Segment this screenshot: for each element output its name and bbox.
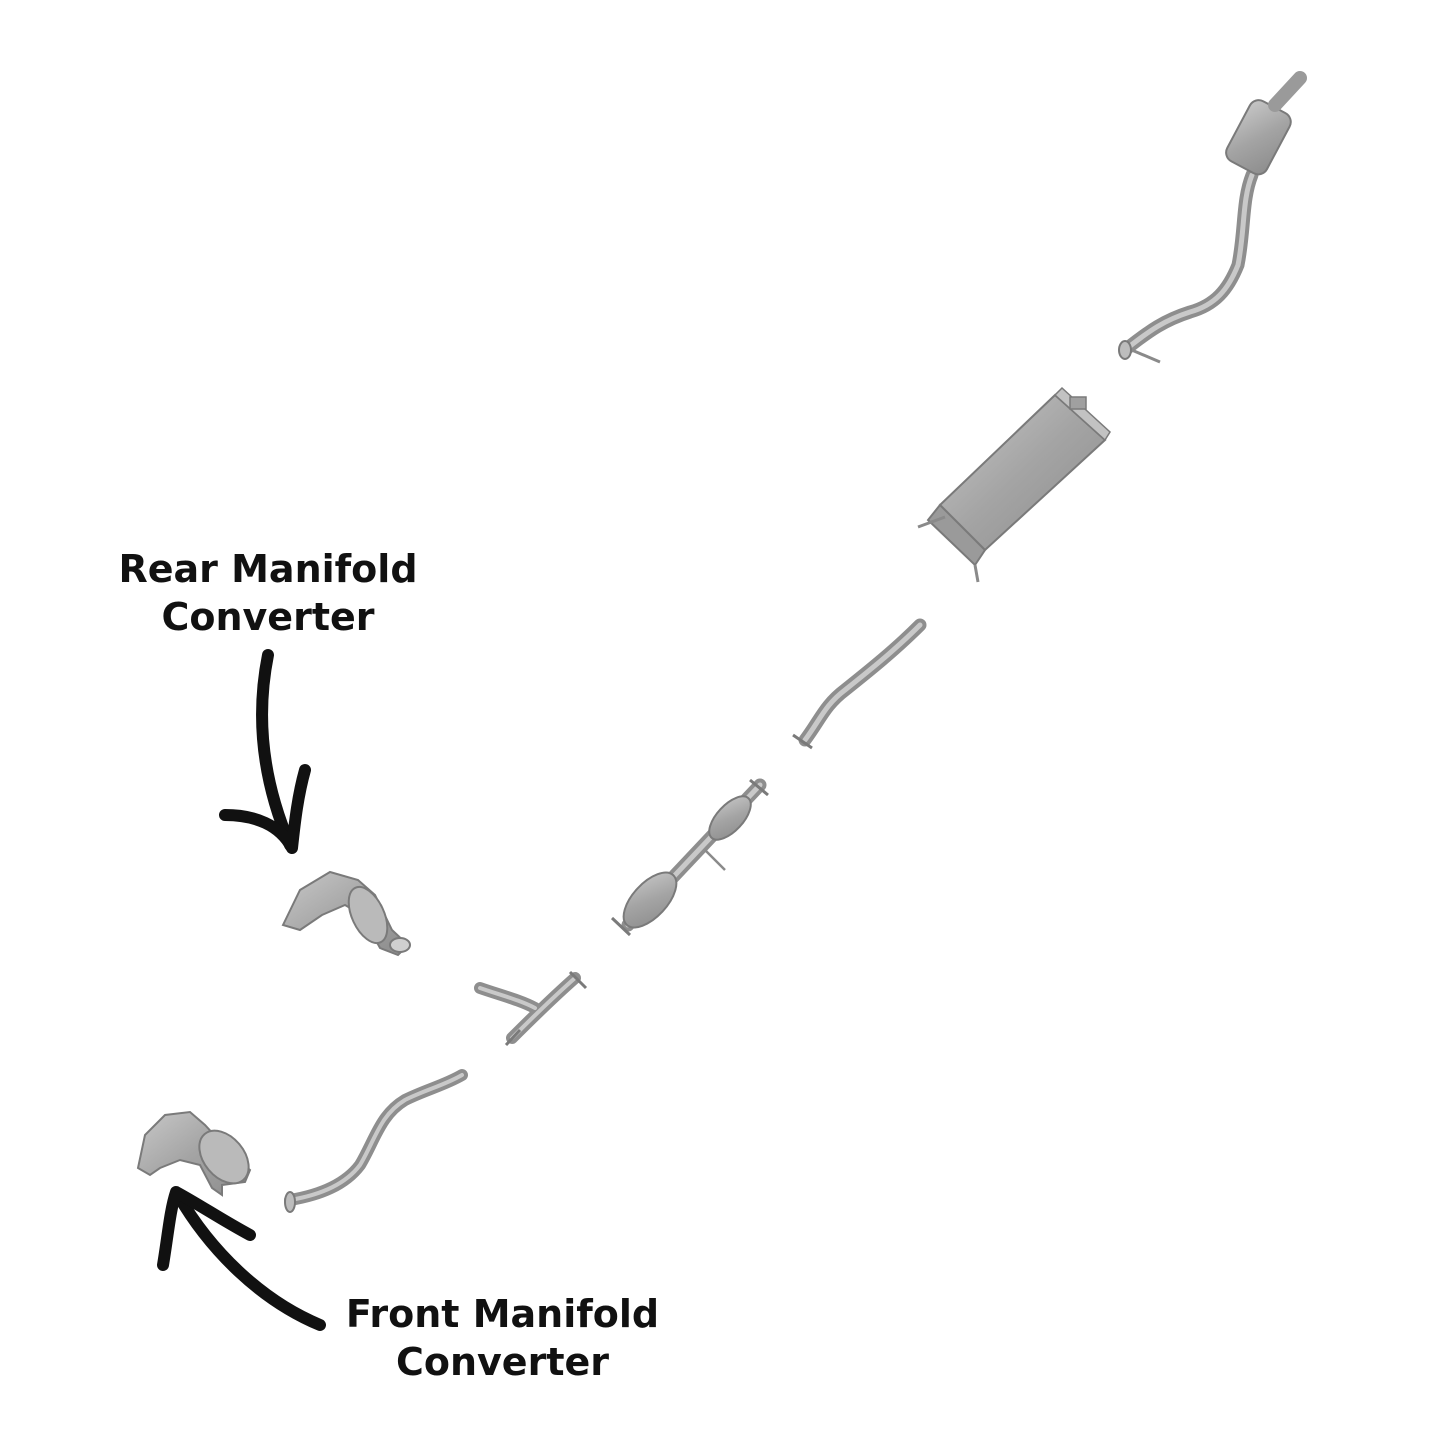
- front-label-line2: Converter: [395, 1340, 609, 1384]
- rear-manifold-converter-label: Rear Manifold Converter: [108, 545, 428, 641]
- intermediate-pipe: [792, 618, 927, 750]
- front-manifold-converter: [136, 1110, 252, 1197]
- rear-label-line1: Rear Manifold: [118, 547, 418, 591]
- tailpipe-resonator: [1118, 71, 1307, 364]
- front-manifold-converter-label: Front Manifold Converter: [325, 1290, 680, 1386]
- y-pipe: [474, 970, 588, 1047]
- rear-arrow-icon: [219, 649, 311, 854]
- front-pipe: [284, 1069, 468, 1213]
- rear-manifold-converter: [281, 870, 411, 957]
- front-label-line1: Front Manifold: [345, 1292, 660, 1336]
- catalytic-converter-pipe: [610, 778, 769, 937]
- rear-label-line2: Converter: [161, 595, 375, 639]
- muffler: [917, 386, 1111, 583]
- front-arrow-icon: [157, 1186, 326, 1331]
